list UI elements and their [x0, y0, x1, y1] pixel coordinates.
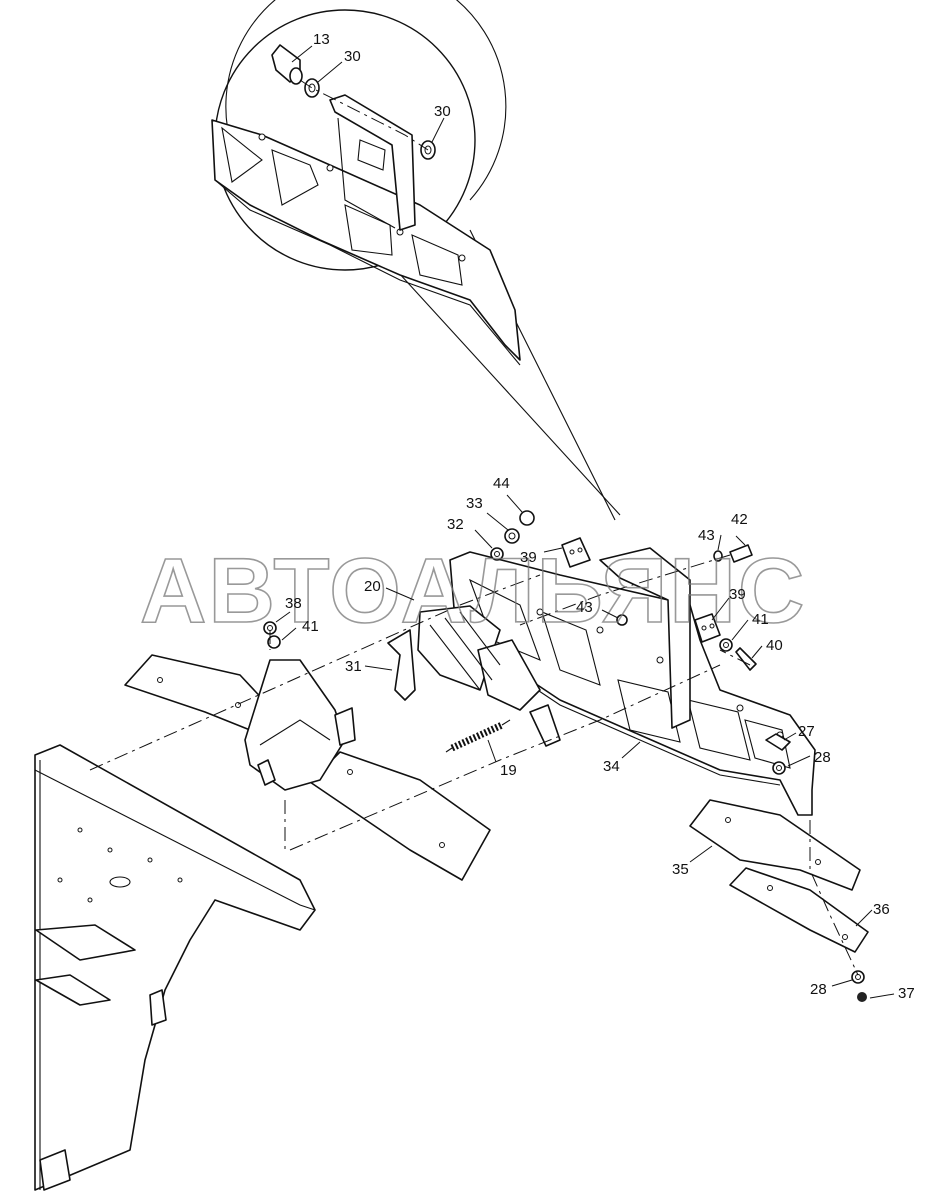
assembly-lines	[89, 554, 859, 976]
callout-42: 42	[731, 511, 748, 528]
callout-39-left: 39	[520, 549, 537, 566]
detail-frame-beam	[211, 119, 521, 366]
callout-27: 27	[798, 723, 815, 740]
callout-30-lower: 30	[434, 103, 451, 120]
callout-13: 13	[313, 31, 330, 48]
callout-37: 37	[898, 985, 915, 1002]
callout-43-center: 43	[576, 599, 593, 616]
mudflap-20	[417, 605, 561, 747]
callout-43-right: 43	[698, 527, 715, 544]
callout-41-right: 41	[752, 611, 769, 628]
callout-31: 31	[345, 658, 362, 675]
spring-19	[445, 719, 511, 753]
callout-34: 34	[603, 758, 620, 775]
callout-33: 33	[466, 495, 483, 512]
pad-35	[689, 799, 861, 891]
pad-left-lower	[309, 751, 491, 881]
callout-38: 38	[285, 595, 302, 612]
callout-40: 40	[766, 637, 783, 654]
callout-41-left: 41	[302, 618, 319, 635]
left-bracket	[244, 659, 356, 791]
callout-19: 19	[500, 762, 517, 779]
hinge-plate-39-left	[561, 537, 591, 568]
callout-32: 32	[447, 516, 464, 533]
watermark: АВТОАЛЬЯНС	[140, 540, 806, 642]
hinge-plate-39-right	[694, 613, 721, 643]
pad-left-upper	[124, 654, 269, 731]
callout-39-right: 39	[729, 586, 746, 603]
callout-36: 36	[873, 901, 890, 918]
callout-20: 20	[364, 578, 381, 595]
callout-leaders	[275, 45, 895, 999]
detail-axis-line	[299, 79, 429, 151]
callout-44: 44	[493, 475, 510, 492]
callout-28-upper: 28	[814, 749, 831, 766]
rod-31	[387, 629, 416, 701]
pin-13	[271, 44, 303, 85]
detail-bracket	[329, 94, 416, 231]
callout-labels: 13 30 30 44 33 32 39 20 38 41 31 43 42 4…	[285, 31, 915, 1002]
detail-projection-line-left	[397, 271, 621, 516]
pad-36	[729, 867, 869, 953]
callout-30-upper: 30	[344, 48, 361, 65]
cab-body	[34, 744, 316, 1191]
callout-35: 35	[672, 861, 689, 878]
callout-28-lower: 28	[810, 981, 827, 998]
washer-30-upper	[304, 78, 320, 98]
fasteners	[263, 510, 867, 1002]
